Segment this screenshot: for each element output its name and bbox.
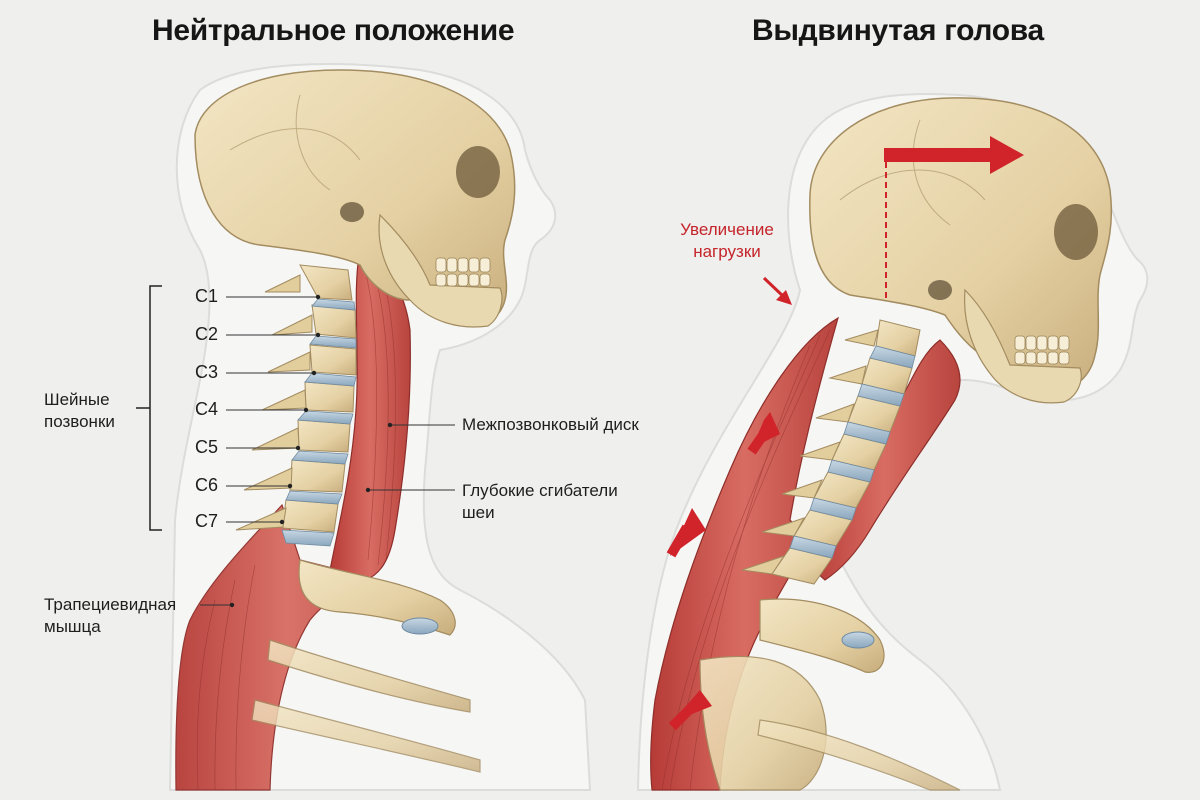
neutral-skull bbox=[194, 69, 516, 327]
load-pointer-arrow bbox=[762, 276, 792, 305]
cervical-bracket bbox=[136, 285, 162, 531]
muscle-strain-arrows bbox=[666, 412, 780, 731]
forward-ear-opening bbox=[928, 280, 952, 300]
cervical-group-label-line1: Шейные bbox=[44, 390, 110, 409]
forward-shoulder-bones bbox=[699, 598, 961, 791]
neutral-figure bbox=[168, 63, 592, 791]
neutral-muscle-fibers bbox=[196, 269, 396, 791]
forward-spine bbox=[741, 319, 921, 585]
trapezius-label-line2: мышца bbox=[44, 617, 101, 636]
forward-teeth bbox=[1014, 335, 1070, 365]
label-c5: C5 bbox=[195, 437, 219, 457]
trapezius-label-line1: Трапециевидная bbox=[44, 595, 177, 614]
forward-head-figure bbox=[636, 92, 1149, 791]
neutral-eye-socket bbox=[456, 146, 500, 198]
deep-flexors-label-line2: шеи bbox=[462, 503, 495, 522]
label-c6: C6 bbox=[195, 475, 219, 495]
forward-skull bbox=[809, 97, 1113, 394]
label-c3: C3 bbox=[195, 362, 219, 382]
forward-trapezius bbox=[650, 316, 839, 791]
neutral-jaw bbox=[378, 213, 503, 328]
forward-shoulder-disc bbox=[841, 631, 875, 649]
forward-eye-socket bbox=[1054, 204, 1098, 260]
neutral-teeth bbox=[435, 257, 491, 287]
neutral-shoulder-disc bbox=[401, 617, 439, 635]
forward-skull-sutures bbox=[839, 119, 986, 226]
forward-jaw bbox=[963, 288, 1082, 404]
leader-dots-left bbox=[229, 294, 393, 608]
cervical-group-label-line2: позвонки bbox=[44, 412, 115, 431]
forward-shift-arrow bbox=[884, 136, 1024, 300]
load-increase-label-line1: Увеличение bbox=[680, 220, 774, 239]
neutral-panel-title: Нейтральное положение bbox=[152, 14, 515, 47]
label-c2: C2 bbox=[195, 324, 219, 344]
neutral-ear-opening bbox=[340, 202, 364, 222]
neutral-deep-flexors bbox=[329, 249, 411, 581]
neutral-shoulder-bones bbox=[251, 559, 481, 773]
neutral-discs bbox=[281, 298, 357, 547]
load-increase-label-line2: нагрузки bbox=[693, 242, 761, 261]
neutral-skull-sutures bbox=[229, 94, 361, 191]
leader-lines-left bbox=[200, 296, 455, 606]
disc-label: Межпозвонковый диск bbox=[462, 415, 639, 434]
label-c4: C4 bbox=[195, 399, 219, 419]
neutral-spine bbox=[235, 264, 357, 533]
forward-discs bbox=[789, 345, 916, 559]
forward-panel-title: Выдвинутая голова bbox=[752, 14, 1044, 47]
deep-flexors-label-line1: Глубокие сгибатели bbox=[462, 481, 618, 500]
label-c7: C7 bbox=[195, 511, 219, 531]
label-c1: C1 bbox=[195, 286, 219, 306]
